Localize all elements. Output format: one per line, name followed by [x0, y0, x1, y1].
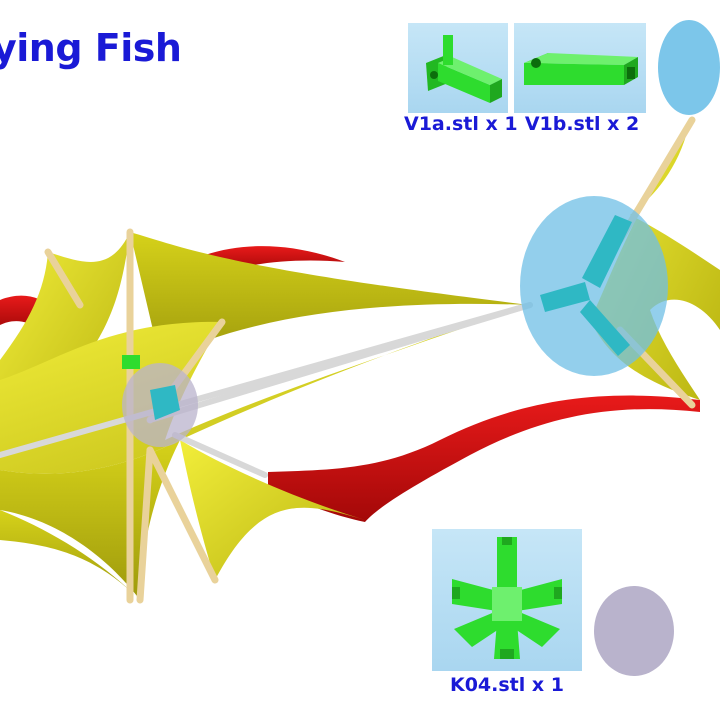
k04-connector-icon [452, 537, 562, 659]
center-green-node [122, 355, 140, 369]
v1a-connector-icon [426, 35, 502, 103]
v1a-quantity: x 1 [485, 113, 518, 135]
rods [0, 302, 533, 478]
k04-quantity: x 1 [531, 674, 564, 696]
y-joint [540, 215, 632, 356]
sail-lower-right [180, 440, 365, 580]
v1b-connector-icon [524, 53, 638, 85]
v1-color-key [658, 20, 720, 115]
page-title: ying Fish [0, 26, 182, 70]
v1b-filename: V1b.stl [524, 113, 601, 135]
k04-filename: K04.stl [449, 674, 526, 696]
k04-caption: K04.stl x 1 [432, 674, 582, 696]
v1a-caption: V1a.stl x 1 [404, 113, 518, 135]
sail-back-top [130, 232, 530, 360]
center-joint [150, 385, 180, 420]
k04-part-panel [432, 529, 582, 671]
v1a-part-panel [408, 23, 508, 113]
tail-ribbon-lower [268, 395, 700, 522]
joint-highlight-right [520, 196, 668, 376]
v1a-filename: V1a.stl [404, 113, 479, 135]
sail-bottom [0, 510, 140, 600]
sail-lower-left [0, 440, 180, 600]
v1b-part-panel [514, 23, 646, 113]
k04-color-key [594, 586, 674, 676]
v1b-quantity: x 2 [607, 113, 640, 135]
v1b-caption: V1b.stl x 2 [522, 113, 642, 135]
